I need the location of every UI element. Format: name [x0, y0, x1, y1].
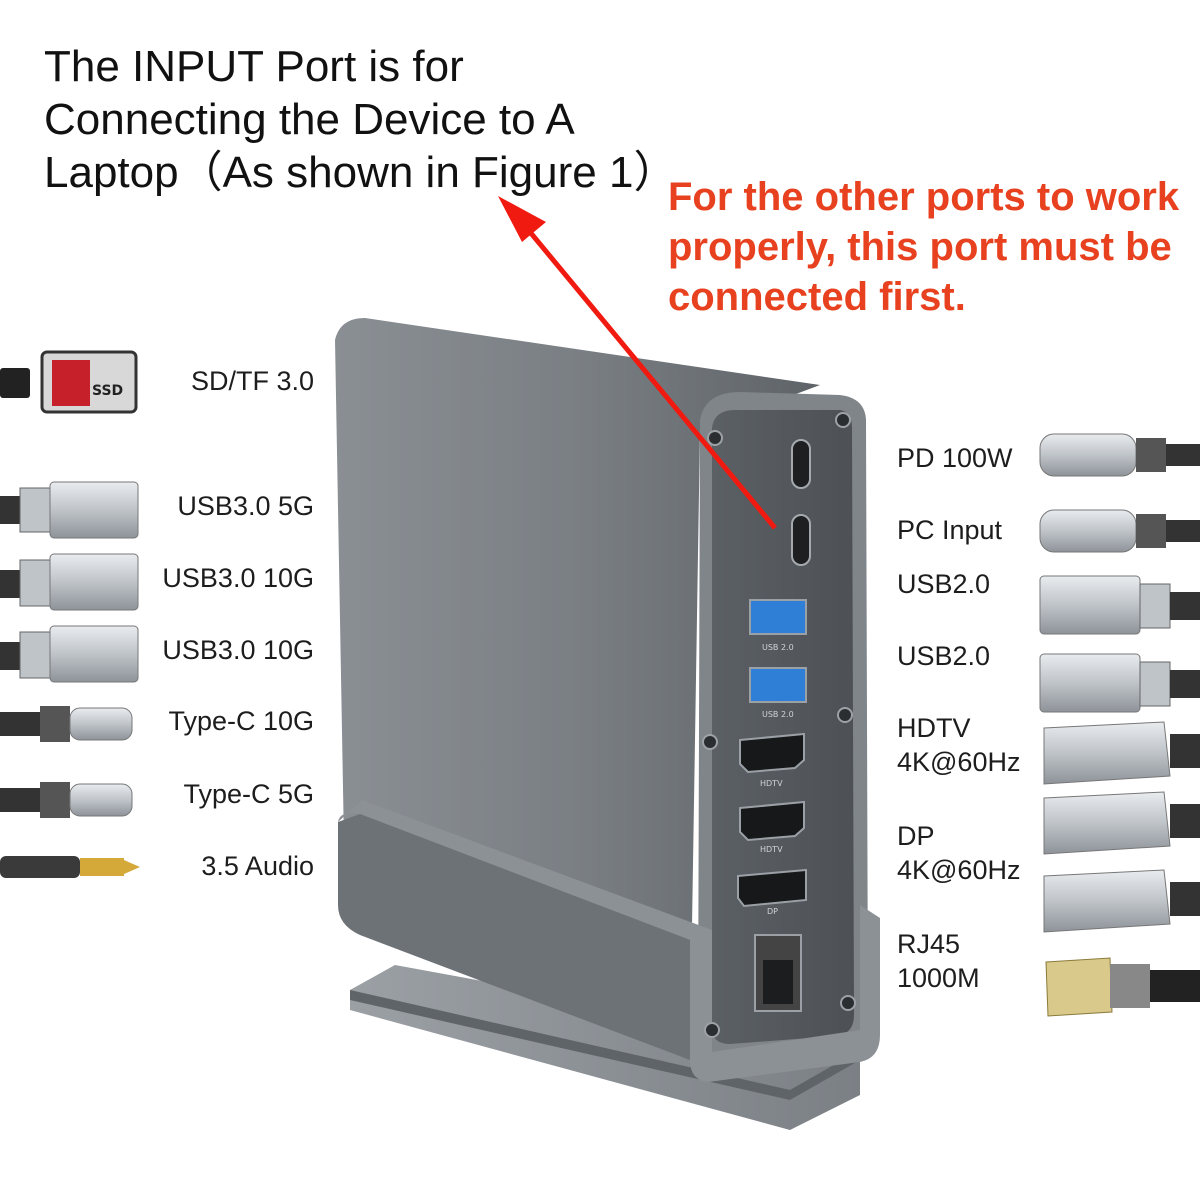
label-dp: DP 4K@60Hz	[897, 821, 1021, 885]
displayport-plug-icon	[1043, 869, 1200, 933]
usb-a-plug-icon-left-2	[0, 553, 139, 611]
sd-card-icon: SSD	[0, 350, 138, 414]
svg-text:USB 2.0: USB 2.0	[762, 643, 794, 652]
stand-cradle	[338, 800, 880, 1082]
label-sd-tf: SD/TF 3.0	[190, 366, 314, 396]
label-pc-input: PC Input	[897, 515, 1003, 545]
usb-c-plug-icon-left-2	[0, 782, 133, 818]
label-type-c-10g: Type-C 10G	[168, 706, 314, 736]
label-hdtv: HDTV 4K@60Hz	[897, 713, 1021, 777]
label-rj45: RJ45 1000M	[897, 929, 980, 993]
usb-c-plug-icon-left-1	[0, 706, 133, 742]
panel-screws	[702, 412, 856, 1038]
ethernet-plug-icon	[1045, 957, 1200, 1017]
usb-a-plug-icon-right-1	[1039, 575, 1200, 635]
label-usb2-1: USB2.0	[897, 569, 991, 599]
usb-c-plug-icon-right-2	[1039, 509, 1200, 553]
svg-text:HDTV: HDTV	[760, 779, 783, 788]
label-usb3-10g-2: USB3.0 10G	[162, 635, 314, 665]
device-ports	[737, 439, 811, 1012]
label-usb3-5g: USB3.0 5G	[177, 491, 314, 521]
pointer-arrow	[498, 196, 777, 530]
label-pd-100w: PD 100W	[897, 443, 1013, 473]
hdmi-plug-icon	[1043, 721, 1200, 855]
stand-base	[350, 965, 860, 1130]
audio-jack-icon	[0, 856, 140, 878]
input-port-note: The INPUT Port is for Connecting the Dev…	[44, 42, 678, 197]
svg-text:USB 2.0: USB 2.0	[762, 710, 794, 719]
svg-text:SSD: SSD	[92, 383, 123, 399]
label-type-c-5g: Type-C 5G	[183, 779, 314, 809]
label-audio: 3.5 Audio	[201, 851, 314, 881]
usb-a-plug-icon-left-1	[0, 481, 139, 539]
usb-a-plug-icon-right-2	[1039, 653, 1200, 713]
port-markings: USB 2.0 USB 2.0 HDTV HDTV DP	[760, 643, 794, 916]
label-usb2-2: USB2.0	[897, 641, 991, 671]
label-usb3-10g-1: USB3.0 10G	[162, 563, 314, 593]
usb-c-plug-icon-right-1	[1039, 433, 1200, 477]
usb-a-plug-icon-left-3	[0, 625, 139, 683]
svg-text:DP: DP	[767, 907, 778, 916]
warning-note: For the other ports to work properly, th…	[668, 175, 1180, 319]
svg-text:HDTV: HDTV	[760, 845, 783, 854]
